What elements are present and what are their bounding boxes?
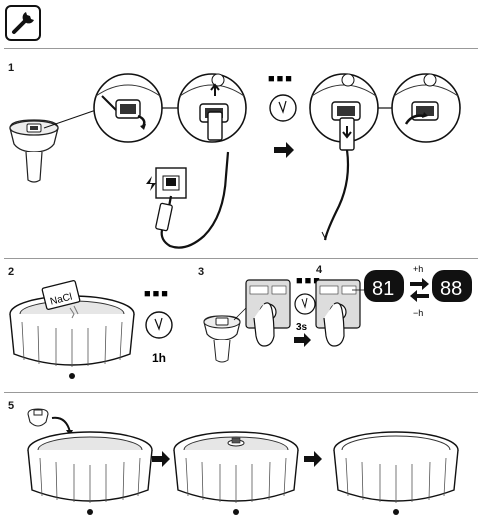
step-4-section: 81 +h −h 88 — [316, 264, 472, 346]
control-panel — [316, 280, 366, 346]
spa-tub-before — [28, 432, 152, 515]
control-panel — [246, 280, 290, 346]
step-5-section — [28, 409, 458, 515]
clock-icon — [270, 95, 296, 121]
step-2-section: NaCl ■■■ 1h — [10, 280, 172, 379]
display-after-value: 88 — [440, 278, 462, 300]
usb-plug — [155, 203, 172, 231]
step-4-number: 4 — [316, 264, 322, 276]
zoom-socket-cover-open — [94, 74, 162, 142]
separator — [4, 48, 478, 49]
swap-arrows-icon — [410, 278, 429, 302]
wrench-icon — [6, 6, 40, 40]
arrow-right-icon — [274, 142, 294, 158]
step-2-dots: ■■■ — [144, 288, 170, 300]
arrow-right-icon — [304, 451, 322, 467]
display-before-value: 81 — [372, 278, 394, 300]
hold-time: 3s — [296, 322, 308, 333]
chlorinator-device — [28, 409, 73, 436]
step-3-number: 3 — [198, 266, 204, 278]
separator — [4, 258, 478, 259]
clock-icon — [146, 312, 172, 338]
step-1-section: ■■■ — [10, 73, 460, 248]
spa-tub — [10, 296, 134, 379]
step-2-number: 2 — [8, 266, 14, 278]
step-3-section: ■■■ 3s — [204, 275, 322, 362]
clock-icon — [295, 294, 315, 314]
spa-tub-floating — [174, 432, 298, 515]
increase-label: +h — [413, 264, 423, 274]
chlorinator-device — [10, 110, 96, 182]
step-1-number: 1 — [8, 62, 14, 74]
step-5-number: 5 — [8, 400, 14, 412]
arrow-right-icon — [152, 451, 170, 467]
zoom-plug-insert — [178, 74, 246, 142]
decrease-label: −h — [413, 308, 423, 318]
arrow-right-icon — [294, 333, 311, 347]
spa-tub-covered — [334, 432, 458, 515]
chlorinator-device — [204, 304, 250, 362]
wall-socket — [146, 168, 186, 198]
step-1-dots: ■■■ — [268, 73, 294, 85]
soak-duration: 1h — [152, 351, 166, 365]
zoom-socket-cover-closed — [392, 74, 460, 142]
zoom-plug-remove — [310, 74, 378, 150]
separator — [4, 392, 478, 393]
